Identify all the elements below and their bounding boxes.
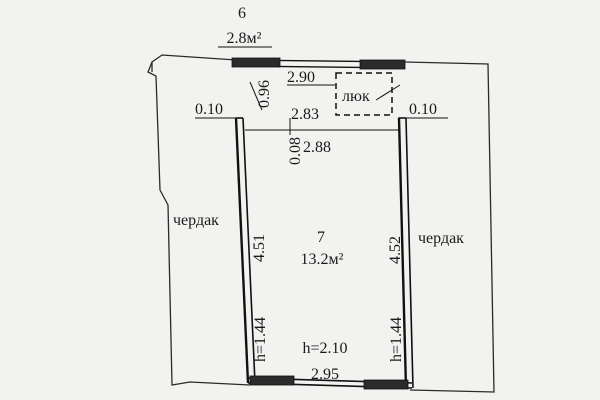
room-6-number: 6: [238, 5, 246, 22]
dim-left-wall-offset: 0.10: [195, 101, 223, 118]
attic-left-label: чердак: [173, 212, 219, 229]
room-7-number: 7: [317, 229, 325, 246]
dim-left-height: h=1.44: [252, 317, 269, 362]
dimension-lines: [195, 46, 448, 135]
room-6-area: 2.8м²: [227, 30, 262, 47]
dim-bottom-width: 2.95: [311, 366, 339, 383]
top-window-right-frame: [359, 59, 406, 70]
dim-top-step: 0.08: [287, 137, 304, 165]
top-window-left-frame: [231, 57, 281, 68]
hatch-leader: [375, 84, 401, 101]
top-wall: [231, 57, 406, 70]
dim-left-length: 4.51: [251, 234, 268, 262]
hatch-outline: [335, 72, 393, 116]
dim-top-inner: 2.83: [291, 106, 319, 123]
dim-inner-width: 2.88: [303, 139, 331, 156]
dim-top-gap: 0.96: [256, 80, 273, 108]
attic-right-label: чердак: [418, 230, 464, 247]
hatch-label: люк: [342, 88, 370, 105]
dim-right-height: h=1.44: [388, 317, 405, 362]
room-7-height: h=2.10: [302, 340, 347, 357]
attic-outline: [147, 54, 495, 393]
room-7-area: 13.2м²: [301, 251, 344, 268]
dim-right-wall-offset: 0.10: [409, 101, 437, 118]
bottom-window-left-frame: [249, 375, 295, 386]
bottom-window-right-frame: [363, 379, 409, 390]
dim-top-outer: 2.90: [287, 69, 315, 86]
dim-right-length: 4.52: [387, 236, 404, 264]
